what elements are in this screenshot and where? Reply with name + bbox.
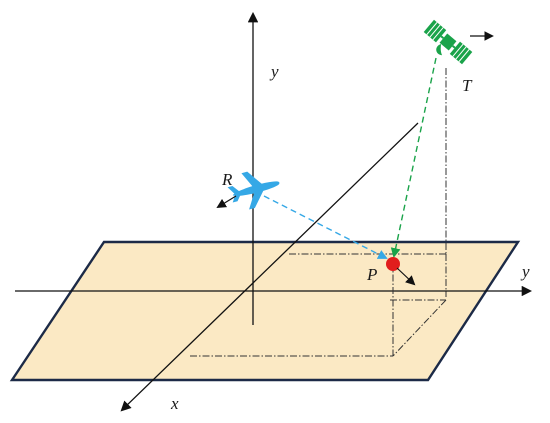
transmitter-label: T [462, 76, 473, 95]
projection-lines [190, 68, 447, 357]
horizontal-y-axis-label: y [520, 262, 530, 281]
receiver-path [263, 195, 388, 259]
satellite-icon [423, 19, 473, 65]
receiver-label: R [221, 170, 233, 189]
target-label: P [366, 265, 377, 284]
target-point [386, 257, 416, 286]
ground-plane [9, 240, 521, 382]
x-axis [120, 122, 419, 412]
target-motion-arrow [396, 267, 416, 286]
vertical-y-axis-label: y [269, 62, 279, 81]
transmitter-path [390, 57, 437, 258]
x-axis-label: x [170, 394, 179, 413]
receiver-motion-arrow [216, 195, 237, 209]
airplane-icon [227, 171, 280, 210]
